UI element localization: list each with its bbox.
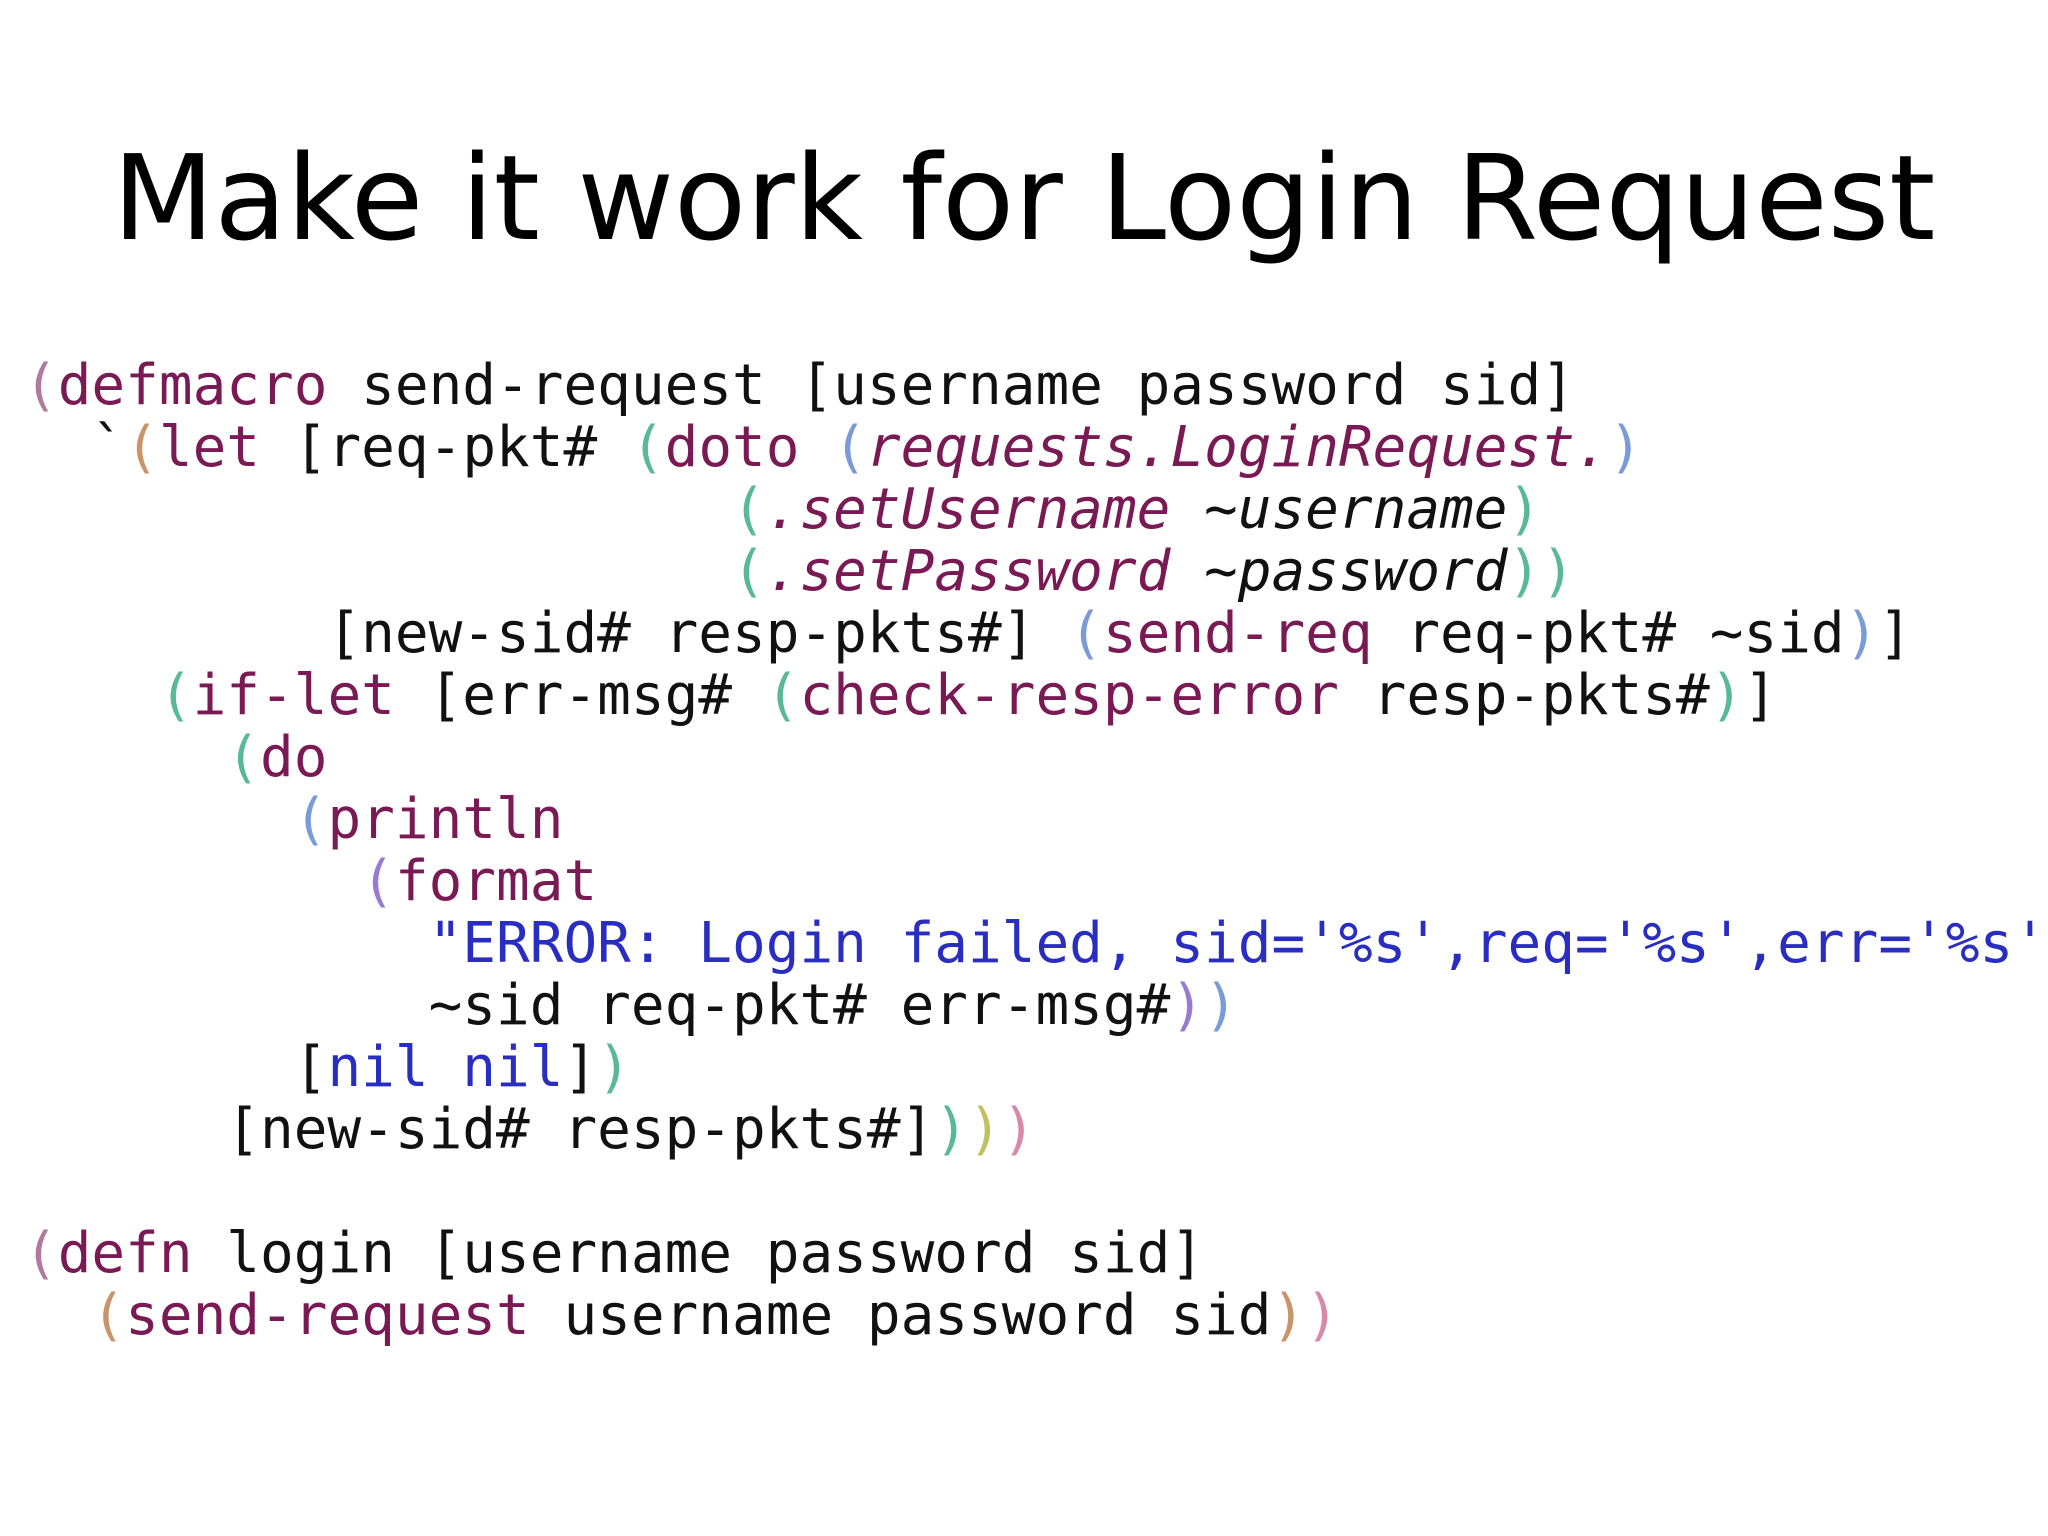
code-token <box>1170 539 1204 604</box>
code-token: ) <box>1204 973 1238 1038</box>
code-token <box>24 911 429 976</box>
code-token: .setUsername <box>765 477 1171 542</box>
code-token: ) <box>968 1097 1002 1162</box>
code-token: resp-pkts# <box>1338 663 1710 728</box>
code-token: "ERROR: Login failed, sid='%s',req='%s',… <box>428 911 2048 976</box>
code-line: (.setPassword ~password)) <box>24 541 2048 603</box>
code-token: check-resp-error <box>799 663 1339 728</box>
code-token: ( <box>24 353 58 418</box>
code-token: ( <box>24 1221 58 1286</box>
code-token: ( <box>732 539 766 604</box>
code-token: ( <box>833 415 867 480</box>
code-block: (defmacro send-request [username passwor… <box>24 355 2048 1347</box>
code-token: ) <box>934 1097 969 1162</box>
code-token: )) <box>1507 539 1575 604</box>
code-line: `(let [req-pkt# (doto (requests.LoginReq… <box>24 417 2048 479</box>
code-token: ( <box>158 663 193 728</box>
code-token <box>24 1283 91 1348</box>
code-line: (format <box>24 851 2048 913</box>
code-token: ) <box>1305 1283 1339 1348</box>
code-token <box>1170 477 1204 542</box>
code-token: send-request [username password sid] <box>327 353 1575 418</box>
code-line: (defn login [username password sid] <box>24 1223 2048 1285</box>
code-line: [new-sid# resp-pkts#] (send-req req-pkt#… <box>24 603 2048 665</box>
code-line: (defmacro send-request [username passwor… <box>24 355 2048 417</box>
code-line: [nil nil]) <box>24 1037 2048 1099</box>
code-token: defn <box>57 1221 193 1286</box>
code-token: ( <box>125 415 159 480</box>
code-token: ( <box>361 849 395 914</box>
code-token: nil nil <box>327 1035 564 1100</box>
code-token: LoginRequest. <box>1170 415 1609 480</box>
code-token: .setPassword <box>765 539 1171 604</box>
code-token: ) <box>597 1035 631 1100</box>
code-token <box>799 415 833 480</box>
code-token <box>24 849 361 914</box>
code-line: "ERROR: Login failed, sid='%s',req='%s',… <box>24 913 2048 975</box>
code-line: (do <box>24 727 2048 789</box>
code-token: ( <box>732 477 766 542</box>
code-line: [new-sid# resp-pkts#]))) <box>24 1099 2048 1161</box>
code-token: doto <box>664 415 800 480</box>
code-token <box>24 539 732 604</box>
code-token: login [username password sid] <box>192 1221 1205 1286</box>
code-token: ) <box>1001 1097 1036 1162</box>
code-token: send-request <box>125 1283 530 1348</box>
code-token: ] <box>1878 601 1913 666</box>
blank-line <box>24 1161 2048 1223</box>
code-token: ( <box>630 415 665 480</box>
code-token: ( <box>293 787 328 852</box>
code-token: send-req <box>1102 601 1373 666</box>
code-token: ] <box>1743 663 1778 728</box>
code-token: username password sid <box>529 1283 1272 1348</box>
code-token <box>24 725 226 790</box>
slide-title: Make it work for Login Request <box>112 129 1936 267</box>
code-token: req-pkt# ~sid <box>1372 601 1845 666</box>
code-token: ` <box>24 415 126 480</box>
code-token: requests. <box>866 415 1171 480</box>
code-token: ~username <box>1204 477 1508 542</box>
code-line: ~sid req-pkt# err-msg#)) <box>24 975 2048 1037</box>
code-line: (send-request username password sid)) <box>24 1285 2048 1347</box>
code-line: (println <box>24 789 2048 851</box>
code-token: ~sid req-pkt# err-msg# <box>24 973 1171 1038</box>
code-token <box>24 477 732 542</box>
code-token: do <box>260 725 328 790</box>
code-token: ) <box>1709 663 1744 728</box>
code-token: format <box>394 849 598 914</box>
code-token: [new-sid# resp-pkts#] <box>24 1097 935 1162</box>
code-token: ( <box>1069 601 1103 666</box>
code-token: defmacro <box>57 353 328 418</box>
code-token: [err-msg# <box>394 663 766 728</box>
code-token <box>24 787 294 852</box>
code-token: if-let <box>192 663 395 728</box>
code-line: (.setUsername ~username) <box>24 479 2048 541</box>
code-token: ) <box>1844 601 1879 666</box>
code-line: (if-let [err-msg# (check-resp-error resp… <box>24 665 2048 727</box>
code-token: [req-pkt# <box>260 415 631 480</box>
code-token: ) <box>1507 477 1542 542</box>
code-token: ) <box>1608 415 1643 480</box>
code-token: ) <box>1271 1283 1306 1348</box>
code-token: ~password <box>1204 539 1508 604</box>
code-token: ( <box>765 663 800 728</box>
code-token: [new-sid# resp-pkts#] <box>24 601 1070 666</box>
code-token: let <box>158 415 261 480</box>
code-token <box>24 663 159 728</box>
code-token: ] <box>563 1035 598 1100</box>
code-token: ) <box>1170 973 1205 1038</box>
code-token: ( <box>226 725 261 790</box>
code-token: [ <box>24 1035 328 1100</box>
code-token: ( <box>91 1283 126 1348</box>
code-token: println <box>327 787 564 852</box>
